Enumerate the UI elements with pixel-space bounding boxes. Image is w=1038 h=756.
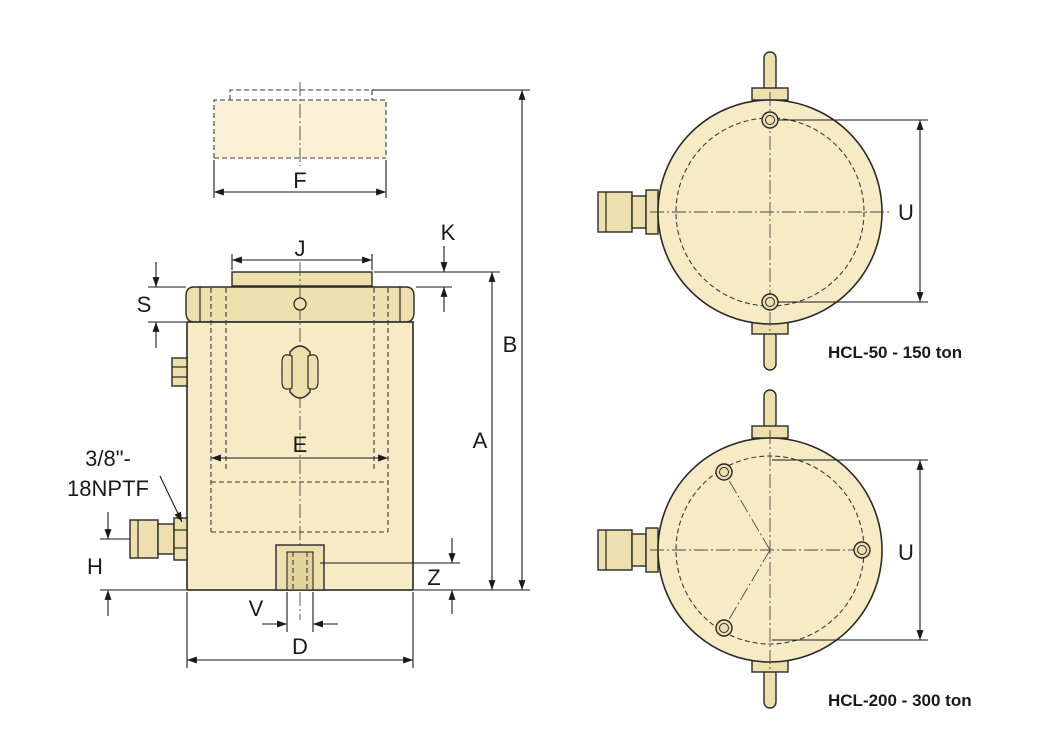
- label-B: B: [503, 332, 518, 357]
- label-U-bottom: U: [898, 540, 914, 565]
- handle-top: [763, 51, 777, 93]
- saddle: [213, 82, 387, 166]
- top-view-small: U HCL-50 - 150 ton: [597, 51, 962, 371]
- handle-bottom: [763, 329, 777, 371]
- plunger-top: [231, 271, 373, 287]
- port-coupler: [129, 517, 188, 561]
- label-J: J: [295, 236, 306, 261]
- label-A: A: [473, 428, 488, 453]
- side-view: F J K S E A B Z: [67, 82, 530, 668]
- port-label-line1: 3/8"-: [85, 446, 131, 471]
- label-U-top: U: [898, 200, 914, 225]
- label-H: H: [87, 554, 103, 579]
- top-view-large: U HCL-200 - 300 ton: [597, 389, 972, 710]
- collar-hole: [293, 297, 307, 311]
- label-D: D: [292, 634, 308, 659]
- caption-bottom-view: HCL-200 - 300 ton: [828, 691, 972, 710]
- label-S: S: [137, 292, 152, 317]
- label-F: F: [293, 168, 306, 193]
- side-coupler: [597, 191, 633, 233]
- side-nut: [171, 357, 188, 387]
- port-label-line2: 18NPTF: [67, 476, 149, 501]
- label-Z: Z: [427, 565, 440, 590]
- label-K: K: [441, 220, 456, 245]
- caption-top-view: HCL-50 - 150 ton: [828, 343, 962, 362]
- slot-window: [289, 345, 311, 399]
- label-V: V: [249, 596, 264, 621]
- label-E: E: [293, 432, 308, 457]
